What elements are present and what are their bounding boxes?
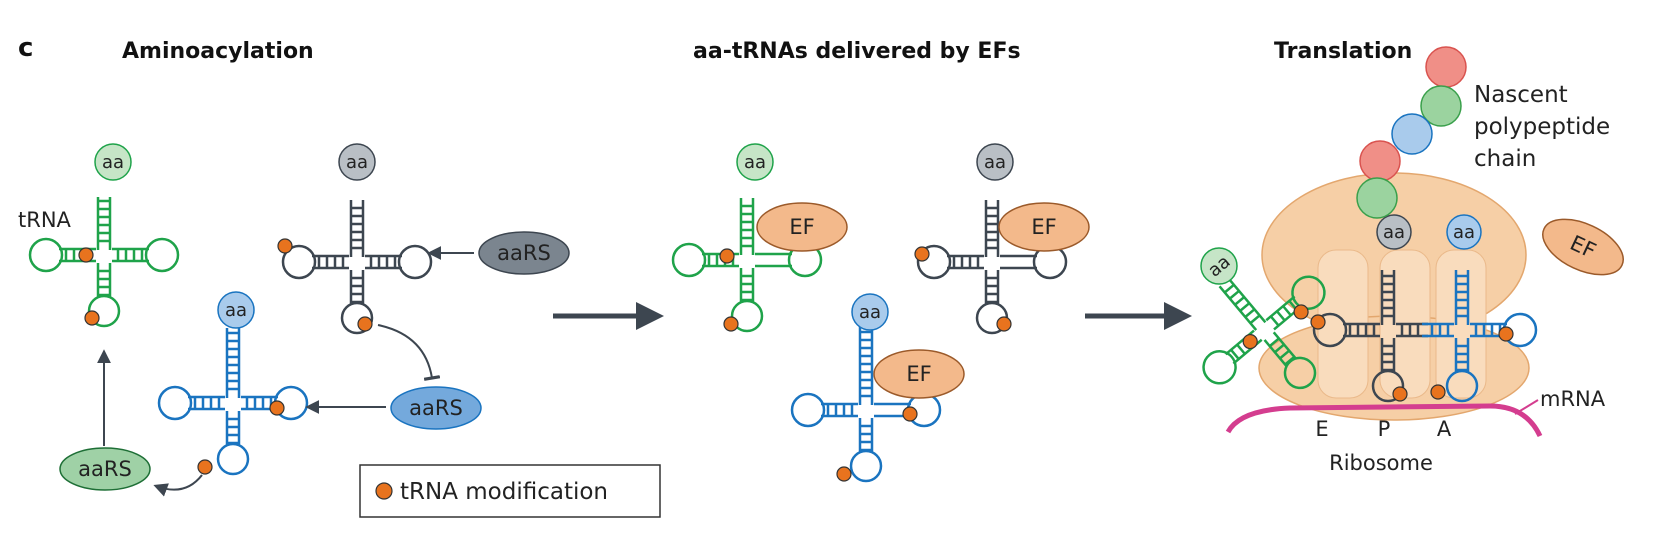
ef-label-1: EF [789,215,814,239]
trna-green-ef [671,198,823,333]
amino-acid-blue-1 [217,291,255,329]
aars-gray [478,231,570,275]
ef-3 [873,349,965,399]
aa-label-3: aa [225,300,247,321]
mrna-label: mRNA [1540,387,1606,411]
panel-letter: c [18,33,33,63]
trna-green-exiting [1202,275,1326,390]
amino-acid-blue-2 [851,293,889,331]
trna-blue-charged [157,328,309,476]
title-aminoacylation: Aminoacylation [122,39,314,64]
ef-free [1542,218,1624,276]
inhibition-arrow [377,324,441,381]
trna-gray-uncharged [277,200,433,335]
big-arrow-1 [553,302,664,330]
title-translation: Translation [1274,39,1412,64]
site-p-label: P [1378,417,1391,441]
amino-acid-green-1 [94,143,132,181]
aars-blue-label: aaRS [409,396,463,420]
big-arrow-2 [1085,302,1192,330]
site-a-label: A [1437,417,1452,441]
arrow-blue-to-green-aars [153,474,203,497]
aars-gray-label: aaRS [497,241,551,265]
polypeptide-label-3: chain [1474,146,1536,172]
modification-icon [375,482,393,500]
trna-gray-psite [1310,270,1428,403]
ef-1 [756,202,848,252]
amino-acid-gray-2 [976,143,1014,181]
amino-acid-gray-1 [338,143,376,181]
trna-label: tRNA [18,208,72,232]
mrna-strand [1225,403,1543,438]
legend-box [359,464,661,518]
trna-gray-ef [914,200,1068,335]
trna-blue-ef [790,325,942,483]
amino-acid-green-3 [1200,247,1238,285]
ef-2 [998,202,1090,252]
aa-label-9: aa [1453,222,1475,243]
aa-label-8: aa [1383,222,1405,243]
aa-label-2: aa [346,152,368,173]
aa-label-5: aa [984,152,1006,173]
aars-green [59,447,151,491]
ef-label-3: EF [906,362,931,386]
polypeptide-label-2: polypeptide [1474,114,1610,140]
polypeptide-chain [1356,46,1467,219]
amino-acid-gray-3 [1376,214,1412,250]
mrna-pointer [1514,399,1539,415]
aa-label-1: aa [102,152,124,173]
ribosome-label: Ribosome [1329,451,1433,475]
polypeptide-label-1: Nascent [1474,82,1568,108]
aa-label-6: aa [859,302,881,323]
aa-label-4: aa [744,152,766,173]
aars-blue [390,386,482,430]
aars-green-label: aaRS [78,457,132,481]
amino-acid-blue-3 [1446,214,1482,250]
amino-acid-green-2 [736,143,774,181]
site-e-label: E [1315,417,1328,441]
title-delivery: aa-tRNAs delivered by EFs [693,39,1021,64]
trna-green-charged [28,197,180,328]
ef-label-2: EF [1031,215,1056,239]
trna-blue-asite [1422,270,1538,403]
legend-label: tRNA modification [400,479,608,505]
